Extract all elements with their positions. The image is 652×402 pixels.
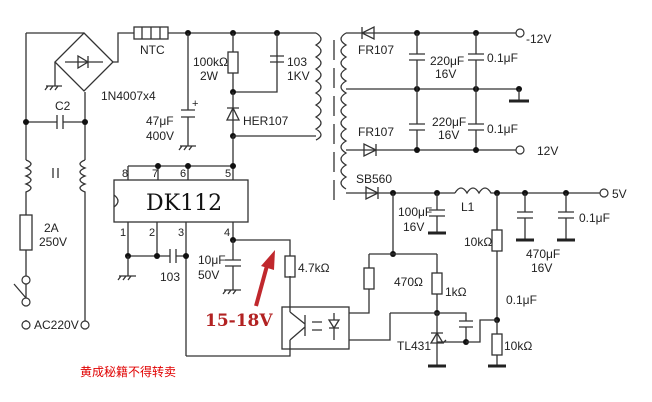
transformer [314, 32, 348, 200]
watermark-text: 黄成秘籍不得转卖 [80, 364, 176, 379]
5v-output [346, 185, 609, 368]
voltage-annotation: 15-18V [205, 311, 273, 331]
bulk-cap-value: 47μF [146, 114, 174, 128]
output-neg12v-label: -12V [526, 32, 551, 46]
snubber-cap-value: 103 [287, 55, 307, 69]
snubber-resistor-value: 100kΩ [193, 55, 228, 69]
resistor-10k-top-label: 10kΩ [464, 235, 492, 249]
tl431-label: TL431 [397, 339, 431, 353]
ic-dk112 [113, 163, 249, 356]
resistor-10k-bot-label: 10kΩ [504, 339, 532, 353]
svg-text:+: + [192, 98, 198, 110]
ntc-label: NTC [140, 43, 165, 57]
ic-label: DK112 [146, 191, 222, 216]
diode-fr107-top-label: FR107 [358, 43, 394, 57]
ic-pin-7: 7 [152, 168, 158, 180]
pin3-cap-label: 103 [160, 270, 180, 284]
ic-pin-2: 2 [149, 227, 155, 239]
cap-100-voltage: 16V [403, 220, 424, 234]
cap-470-value: 470μF [526, 247, 560, 261]
vcc-cap-voltage: 50V [198, 268, 219, 282]
cap-470-voltage: 16V [531, 261, 552, 275]
cap-220-bot-value: 220μF [432, 115, 466, 129]
cap-220-top-voltage: 16V [435, 67, 456, 81]
cap-220-bot-voltage: 16V [438, 128, 459, 142]
ic-pin-8: 8 [122, 168, 128, 180]
resistor-1k-label: 1kΩ [445, 285, 467, 299]
ac-input-section [13, 32, 134, 330]
diode-fr107-bot-label: FR107 [358, 125, 394, 139]
opto-resistor-label: 4.7kΩ [298, 261, 330, 275]
bulk-cap-voltage: 400V [146, 129, 174, 143]
snubber-cap-voltage: 1KV [287, 69, 310, 83]
optocoupler [186, 239, 350, 357]
cap-100-value: 100μF [398, 205, 432, 219]
feedback-network [349, 193, 497, 368]
cap-01-feedback-label: 0.1μF [506, 293, 537, 307]
fuse-current-label: 2A [44, 221, 59, 235]
bulk-capacitor: + [178, 30, 198, 151]
ac-input-label: AC220V [34, 318, 79, 332]
dual-12v-output [346, 25, 529, 158]
output-5v-label: 5V [612, 187, 627, 201]
snubber-resistor-power: 2W [200, 69, 219, 83]
ic-pin-6: 6 [180, 168, 186, 180]
snubber-diode-label: HER107 [243, 114, 289, 128]
snubber-network [225, 30, 316, 166]
ic-pin-5: 5 [225, 168, 231, 180]
resistor-470-label: 470Ω [394, 275, 423, 289]
cap-220-top-value: 220μF [430, 54, 464, 68]
ntc-thermistor [133, 26, 316, 40]
inductor-l1-label: L1 [461, 200, 475, 214]
diode-sb560-label: SB560 [356, 172, 392, 186]
output-pos12v-label: 12V [537, 144, 558, 158]
bridge-label: 1N4007x4 [101, 89, 156, 103]
ic-pin-1: 1 [120, 227, 126, 239]
fuse-voltage-label: 250V [39, 235, 67, 249]
ic-pin-4: 4 [224, 227, 230, 239]
voltage-arrow-annotation [254, 250, 275, 307]
cap-01-5v-label: 0.1μF [579, 211, 610, 225]
ic-pin-3: 3 [178, 227, 184, 239]
c2-label: C2 [55, 99, 71, 113]
cap-01-bot-label: 0.1μF [487, 122, 518, 136]
vcc-cap-value: 10μF [198, 253, 226, 267]
cap-01-top-label: 0.1μF [487, 51, 518, 65]
